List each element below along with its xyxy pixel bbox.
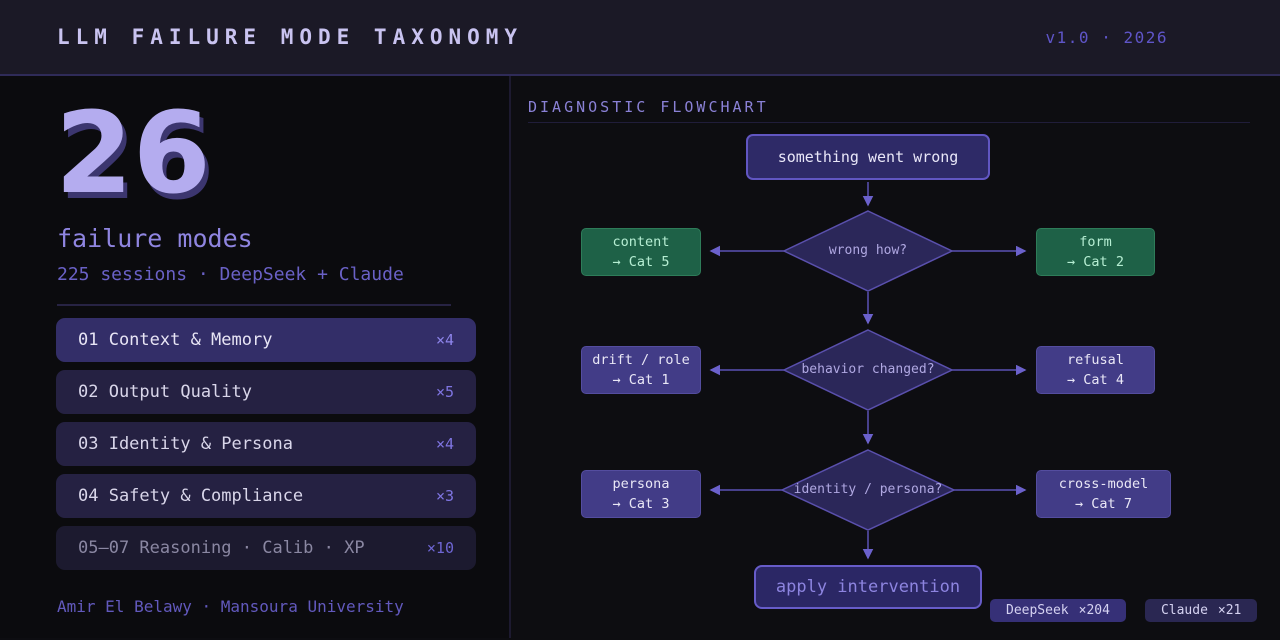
category-label: 01 Context & Memory (78, 330, 273, 350)
category-label: 03 Identity & Persona (78, 434, 293, 454)
category-count: ×5 (435, 383, 454, 401)
leaf-label: content (612, 233, 670, 250)
leaf-target: → Cat 4 (1067, 372, 1124, 388)
leaf-node-refusal: refusal → Cat 4 (1036, 346, 1155, 394)
decision-question-2: behavior changed? (801, 362, 935, 377)
badge-name: Claude (1160, 603, 1208, 618)
leaf-target: → Cat 7 (1075, 496, 1132, 512)
deepseek-badge: DeepSeek ×204 (990, 599, 1126, 622)
decision-question-3: identity / persona? (793, 482, 943, 497)
flowchart-heading: DIAGNOSTIC FLOWCHART (528, 98, 769, 116)
author-credit: Amir El Belawy · Mansoura University (57, 597, 404, 616)
leaf-label: refusal (1067, 351, 1124, 368)
decision-diamond-wrong-how (782, 210, 954, 292)
category-count: ×3 (435, 487, 454, 505)
leaf-node-content: content → Cat 5 (581, 228, 701, 276)
leaf-label: drift / role (592, 351, 690, 368)
category-label: 02 Output Quality (78, 382, 252, 402)
claude-badge: Claude ×21 (1144, 599, 1258, 622)
category-count: ×4 (435, 331, 454, 349)
sidebar-divider (57, 304, 451, 306)
category-item-reasoning-calib-xp[interactable]: 05–07 Reasoning · Calib · XP ×10 (56, 526, 476, 570)
badge-count: ×204 (1078, 603, 1110, 618)
decision-question-1: wrong how? (828, 243, 908, 258)
category-item-identity-persona[interactable]: 03 Identity & Persona ×4 (56, 422, 476, 466)
end-node: apply intervention (754, 565, 982, 609)
flowchart-connectors (709, 182, 1027, 560)
app-title: LLM FAILURE MODE TAXONOMY (57, 25, 524, 49)
failure-mode-count: 26 (55, 89, 211, 219)
badge-count: ×21 (1217, 603, 1242, 618)
version-badge: v1.0 · 2026 (1045, 27, 1168, 47)
leaf-target: → Cat 5 (612, 254, 670, 270)
sidebar: 26 failure modes 225 sessions · DeepSeek… (0, 76, 511, 638)
failure-mode-label: failure modes (57, 224, 253, 253)
category-count: ×4 (435, 435, 454, 453)
flowchart-panel: DIAGNOSTIC FLOWCHART (511, 76, 1280, 638)
category-item-output-quality[interactable]: 02 Output Quality ×5 (56, 370, 476, 414)
leaf-target: → Cat 3 (612, 496, 670, 512)
leaf-label: form (1079, 233, 1112, 250)
category-item-context-memory[interactable]: 01 Context & Memory ×4 (56, 318, 476, 362)
category-label: 05–07 Reasoning · Calib · XP (78, 538, 365, 558)
category-count: ×10 (426, 539, 454, 557)
sessions-subtitle: 225 sessions · DeepSeek + Claude (57, 264, 404, 285)
start-node: something went wrong (746, 134, 990, 180)
leaf-node-drift-role: drift / role → Cat 1 (581, 346, 701, 394)
leaf-target: → Cat 1 (612, 372, 670, 388)
leaf-node-cross-model: cross-model → Cat 7 (1036, 470, 1171, 518)
decision-diamond-identity-persona (780, 449, 956, 531)
main-layout: 26 failure modes 225 sessions · DeepSeek… (0, 76, 1280, 638)
category-label: 04 Safety & Compliance (78, 486, 304, 506)
category-list: 01 Context & Memory ×4 02 Output Quality… (56, 318, 476, 578)
model-badges: DeepSeek ×204 Claude ×21 (990, 599, 1258, 622)
leaf-label: persona (612, 475, 670, 492)
leaf-node-form: form → Cat 2 (1036, 228, 1155, 276)
category-item-safety-compliance[interactable]: 04 Safety & Compliance ×3 (56, 474, 476, 518)
leaf-target: → Cat 2 (1067, 254, 1124, 270)
flowchart-heading-rule (528, 122, 1250, 123)
app-header: LLM FAILURE MODE TAXONOMY v1.0 · 2026 (0, 0, 1280, 76)
leaf-node-persona: persona → Cat 3 (581, 470, 701, 518)
badge-name: DeepSeek (1006, 603, 1069, 618)
decision-diamond-behavior-changed (782, 329, 954, 411)
leaf-label: cross-model (1058, 475, 1149, 492)
